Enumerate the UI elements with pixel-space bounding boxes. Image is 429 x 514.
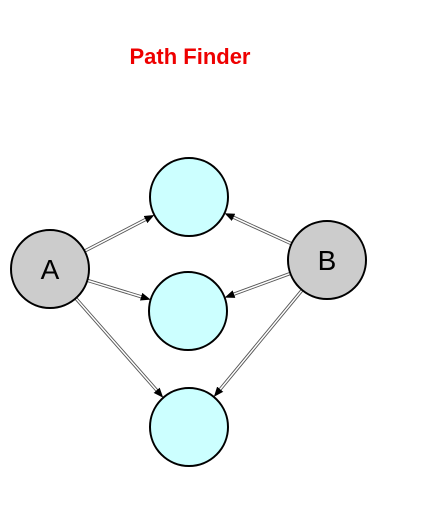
arrowhead-icon [143,214,155,224]
arrowhead-icon [153,387,164,398]
arrowhead-icon [224,213,236,221]
edge-line [76,297,159,391]
node-bottom [149,387,229,467]
edge-line [218,289,302,390]
node-label: A [41,254,60,285]
node-a: A [10,229,90,309]
node-circle [10,229,90,309]
edge-a-to-top [83,214,155,253]
edge-line [232,271,291,294]
edge-line [86,281,142,299]
node-circle [287,220,367,300]
diagram-title: Path Finder [129,44,251,69]
edge-line [74,298,157,393]
edge-line [231,217,292,246]
node-b: B [287,220,367,300]
node-top [149,157,229,237]
edge-b-to-bottom [213,289,304,397]
edge-b-to-middle [224,271,291,298]
node-label: B [318,245,337,276]
node-circle [149,157,229,237]
node-circle [148,271,228,351]
node-circle [149,387,229,467]
arrowhead-icon [213,386,224,397]
edge-line [87,278,143,297]
edge-line [232,215,293,244]
edge-line [233,274,291,297]
edge-a-to-bottom [74,297,164,398]
edge-line [220,290,304,392]
edge-line [84,219,148,253]
edge-a-to-middle [86,278,151,301]
node-middle [148,271,228,351]
edge-line [83,217,147,251]
edge-b-to-top [224,213,293,246]
